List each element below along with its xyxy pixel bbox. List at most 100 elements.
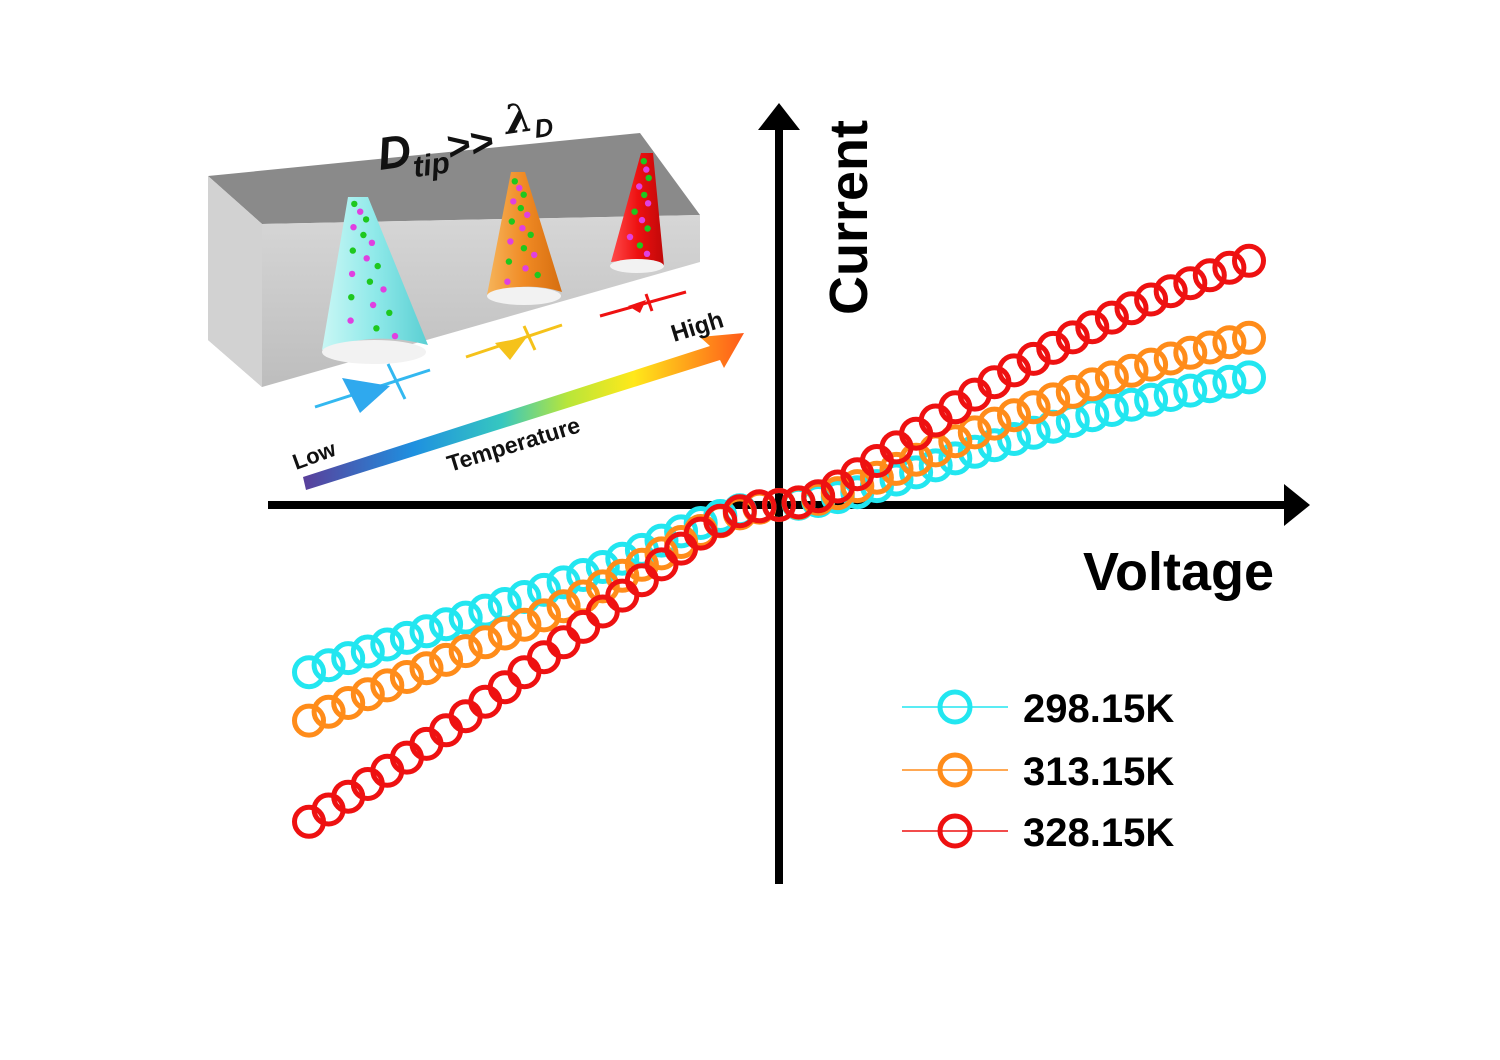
- diode-symbol-mid-temp: [465, 323, 563, 360]
- data-point: [1212, 364, 1247, 399]
- data-point: [977, 406, 1012, 441]
- data-point: [487, 670, 522, 705]
- data-point: [350, 677, 385, 712]
- ion-dot: [643, 250, 651, 257]
- data-point: [1114, 291, 1149, 326]
- data-point: [409, 651, 444, 686]
- x-axis-arrowhead: [1284, 484, 1310, 526]
- ion-dot: [350, 224, 357, 231]
- inset-title-relation: >>: [444, 119, 496, 169]
- data-point: [1134, 347, 1169, 382]
- ion-dot: [374, 262, 381, 270]
- diode-symbol-high-temp: [599, 290, 687, 318]
- inset-title-d: D: [374, 124, 414, 180]
- data-point: [1173, 266, 1208, 301]
- axes: Voltage Current: [268, 103, 1310, 884]
- data-point: [605, 541, 640, 576]
- data-point: [1232, 360, 1266, 395]
- data-point: [1192, 369, 1227, 404]
- ion-dot: [640, 158, 647, 165]
- data-point: [448, 600, 483, 635]
- ion-dot: [348, 294, 355, 301]
- nanochannel-low-temp: [322, 197, 428, 350]
- ion-dot: [522, 265, 529, 272]
- data-point: [1094, 300, 1129, 335]
- inset-schematic: Low Temperature High Dtip>>λD: [208, 93, 744, 490]
- data-point: [997, 398, 1031, 433]
- ion-dot: [507, 238, 514, 245]
- ion-dot: [636, 242, 644, 249]
- data-point: [527, 640, 561, 675]
- data-point: [1173, 335, 1208, 370]
- ion-dot: [508, 218, 515, 225]
- nanochannel-mid-temp-base: [487, 287, 561, 305]
- ion-dot: [527, 231, 534, 238]
- data-point: [644, 523, 679, 558]
- ion-dot: [644, 225, 651, 232]
- ion-dot: [645, 174, 652, 182]
- data-point: [1055, 320, 1090, 355]
- data-point: [1094, 360, 1129, 395]
- data-point: [879, 451, 914, 486]
- legend-marker: [937, 752, 973, 788]
- ion-dot: [366, 278, 374, 285]
- data-point: [1016, 390, 1051, 425]
- data-point: [429, 642, 464, 677]
- ion-dot: [520, 245, 528, 252]
- ion-dot: [360, 231, 367, 239]
- ion-dot: [348, 270, 356, 278]
- data-point: [1036, 330, 1071, 365]
- series-328.15K: [292, 243, 1266, 839]
- ion-dot: [644, 200, 652, 207]
- data-point: [389, 660, 424, 694]
- data-point: [487, 616, 522, 651]
- data-point: [468, 625, 503, 660]
- data-point: [1212, 325, 1247, 360]
- data-series: [292, 243, 1266, 839]
- ion-dot: [511, 178, 518, 185]
- inset-title-lambda-sub: D: [532, 112, 555, 144]
- data-point: [1075, 310, 1110, 345]
- ion-dot: [626, 233, 634, 241]
- ion-dot: [351, 200, 358, 208]
- data-point: [840, 469, 875, 504]
- data-point: [1055, 374, 1090, 409]
- y-axis-arrowhead: [758, 103, 800, 130]
- data-point: [1192, 258, 1227, 293]
- ion-dot: [347, 317, 354, 324]
- data-point: [1094, 393, 1129, 427]
- data-point: [1192, 330, 1227, 365]
- ion-dot: [368, 239, 376, 246]
- y-axis-label: Current: [819, 120, 879, 315]
- data-point: [1075, 367, 1110, 402]
- data-point: [801, 479, 836, 514]
- data-point: [918, 448, 953, 483]
- ion-dot: [510, 198, 517, 205]
- data-point: [389, 620, 424, 655]
- legend-marker: [937, 689, 973, 725]
- data-point: [292, 655, 326, 690]
- diode-symbol-low-temp: [314, 363, 431, 413]
- data-point: [1232, 243, 1266, 278]
- data-point: [331, 686, 366, 720]
- data-point: [1173, 373, 1208, 408]
- nanochannel-low-temp-base: [322, 340, 426, 364]
- data-point: [1036, 382, 1071, 417]
- ion-dot: [349, 247, 356, 254]
- data-point: [292, 703, 326, 738]
- data-point: [409, 614, 444, 649]
- ion-dot: [531, 251, 538, 259]
- data-point: [1114, 387, 1149, 422]
- legend-label: 328.15K: [1023, 811, 1174, 855]
- ion-dot: [524, 211, 531, 218]
- ion-dot: [641, 191, 648, 199]
- ion-dot: [534, 271, 541, 279]
- data-point: [311, 694, 346, 729]
- ion-dot: [391, 332, 399, 340]
- data-point: [1153, 378, 1188, 412]
- ion-dots: [347, 158, 652, 340]
- data-point: [664, 514, 699, 549]
- data-point: [957, 415, 992, 450]
- data-point: [429, 607, 464, 642]
